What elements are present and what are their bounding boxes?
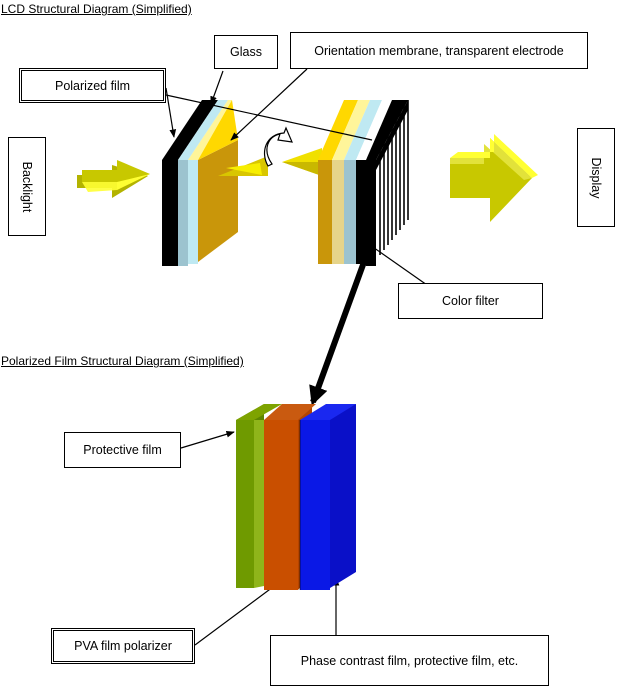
rotation-arrow-icon (263, 126, 293, 167)
lcd-diagram-title: LCD Structural Diagram (Simplified) (1, 2, 192, 16)
glass-label: Glass (214, 35, 278, 69)
display-arrow (450, 134, 538, 222)
phase-contrast-film-label: Phase contrast film, protective film, et… (270, 635, 549, 686)
light-beam (218, 148, 322, 176)
orientation-membrane-label: Orientation membrane, transparent electr… (290, 32, 588, 69)
polarized-film-label: Polarized film (19, 68, 166, 103)
color-filter-label: Color filter (398, 283, 543, 319)
pva-film-polarizer-label: PVA film polarizer (51, 628, 195, 664)
phase-contrast-film-slab (299, 404, 356, 590)
display-label: Display (577, 128, 615, 227)
protective-film-slab (236, 404, 282, 588)
left-panel-stack (162, 100, 238, 266)
zoom-arrow (309, 260, 367, 406)
protective-film-label: Protective film (64, 432, 181, 468)
backlight-label: Backlight (8, 137, 46, 236)
polarized-film-diagram-title: Polarized Film Structural Diagram (Simpl… (1, 354, 244, 368)
backlight-text: Backlight (20, 161, 34, 212)
display-text: Display (589, 157, 603, 198)
backlight-arrow (77, 160, 150, 198)
right-panel-stack (318, 100, 409, 266)
